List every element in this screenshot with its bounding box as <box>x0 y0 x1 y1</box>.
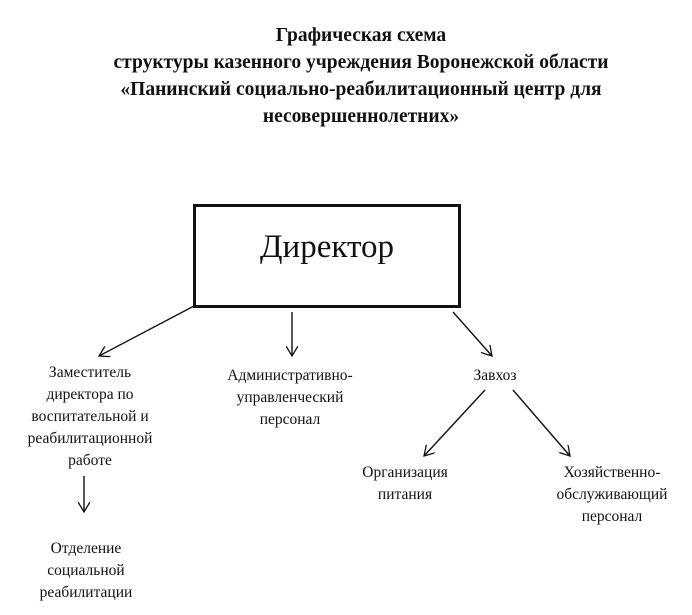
node-deputy-director: Заместитель директора по воспитательной … <box>28 362 153 472</box>
node-text: Административно- <box>227 367 353 384</box>
node-catering: Организация питания <box>362 462 448 506</box>
node-admin-staff: Административно- управленческий персонал <box>227 365 352 431</box>
title-line: структуры казенного учреждения Воронежск… <box>113 52 609 73</box>
node-text: питания <box>377 486 433 503</box>
node-text: реабилитационной <box>27 430 153 447</box>
node-text: Хозяйственно- <box>563 464 661 481</box>
arrow-zavhoz-to-catering <box>424 389 486 456</box>
node-text: персонал <box>581 508 643 525</box>
node-text: социальной <box>47 562 125 579</box>
title-line: «Панинский социально-реабилитационный це… <box>120 79 602 100</box>
director-box: Директор <box>193 204 461 308</box>
arrow-director-to-zavhoz <box>452 311 492 356</box>
node-zavhoz: Завхоз <box>474 365 517 387</box>
node-text: Заместитель <box>48 364 132 381</box>
node-text: директора по <box>46 386 134 403</box>
title-line: Графическая схема <box>275 25 447 46</box>
node-maintenance-staff: Хозяйственно- обслуживающий персонал <box>557 462 668 528</box>
node-text: Организация <box>362 464 448 481</box>
title-line: несовершеннолетних» <box>262 106 460 127</box>
diagram-title: Графическая схема структуры казенного уч… <box>0 22 692 130</box>
node-text: реабилитации <box>39 584 133 601</box>
director-label: Директор <box>260 229 394 265</box>
node-text: Отделение <box>50 540 122 557</box>
node-social-rehab-department: Отделение социальной реабилитации <box>40 538 133 604</box>
node-text: воспитательной и <box>31 408 149 425</box>
node-text: обслуживающий <box>556 486 668 503</box>
node-text: Завхоз <box>473 367 517 384</box>
arrow-director-to-deputy <box>99 305 195 356</box>
node-text: работе <box>68 452 112 469</box>
arrow-zavhoz-to-maintenance <box>512 389 570 456</box>
node-text: управленческий <box>236 389 344 406</box>
node-text: персонал <box>259 411 321 428</box>
